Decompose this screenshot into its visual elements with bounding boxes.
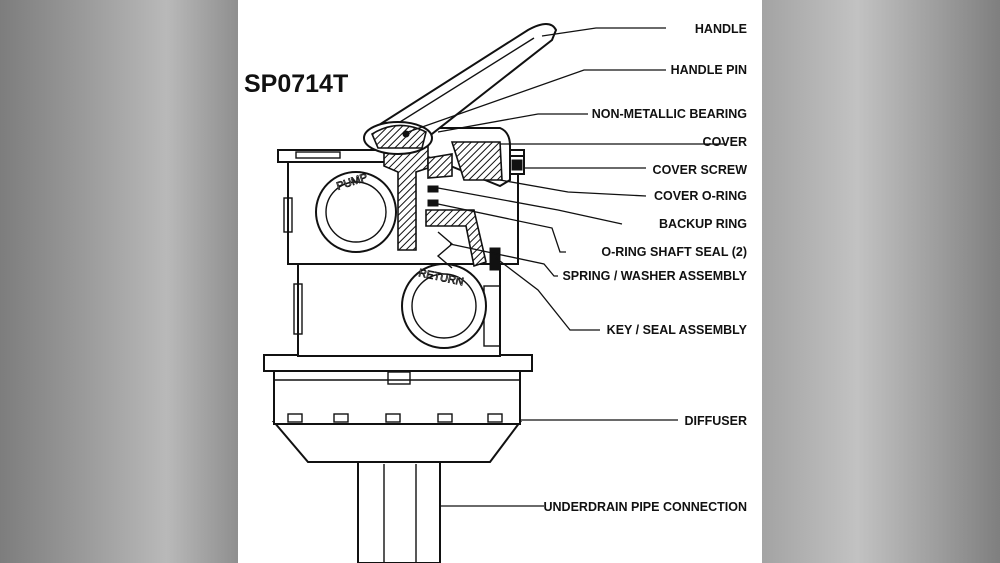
leader-lines: [407, 27, 726, 507]
callout-non-metallic-bearing: NON-METALLIC BEARING: [592, 107, 747, 121]
valve-exploded-diagram: SP0714T PUMP RE: [244, 22, 748, 563]
valve-body: PUMP RETURN: [263, 23, 558, 563]
callout-cover: COVER: [703, 135, 747, 149]
diffuser-slots: [287, 413, 503, 423]
diagram-panel: SP0714T PUMP RE: [238, 0, 762, 563]
callout-backup-ring: BACKUP RING: [659, 217, 747, 231]
callout-diffuser: DIFFUSER: [685, 414, 748, 428]
callout-underdrain-pipe-connection: UNDERDRAIN PIPE CONNECTION: [544, 500, 748, 514]
underdrain-pipe: [357, 461, 441, 563]
diffuser-cone: [271, 421, 522, 463]
callout-handle-pin: HANDLE PIN: [671, 63, 747, 77]
handle-pin-part: [402, 130, 410, 138]
model-number: SP0714T: [244, 70, 348, 98]
spring-part: [489, 247, 501, 271]
callout-key-seal-assembly: KEY / SEAL ASSEMBLY: [607, 323, 748, 337]
o-ring-shaft-seal-part: [427, 185, 439, 193]
pump-port: [315, 171, 397, 253]
blurred-background-right: [762, 0, 1000, 563]
blurred-background-left: [0, 0, 238, 563]
callout-spring-washer-assembly: SPRING / WASHER ASSEMBLY: [562, 269, 747, 283]
bearing-section: [427, 153, 453, 179]
callout-cover-screw: COVER SCREW: [653, 163, 748, 177]
diffuser-housing: [273, 369, 521, 425]
handle-lever: [365, 23, 558, 150]
callout-labels: HANDLE HANDLE PIN NON-METALLIC BEARING C…: [544, 22, 748, 514]
callout-o-ring-shaft-seal: O-RING SHAFT SEAL (2): [601, 245, 747, 259]
return-port: [401, 263, 487, 349]
callout-cover-o-ring: COVER O-RING: [654, 189, 747, 203]
shaft-section: [383, 137, 429, 251]
valve-flange: [263, 354, 533, 372]
key-seal-section: [425, 209, 487, 268]
callout-handle: HANDLE: [695, 22, 747, 36]
